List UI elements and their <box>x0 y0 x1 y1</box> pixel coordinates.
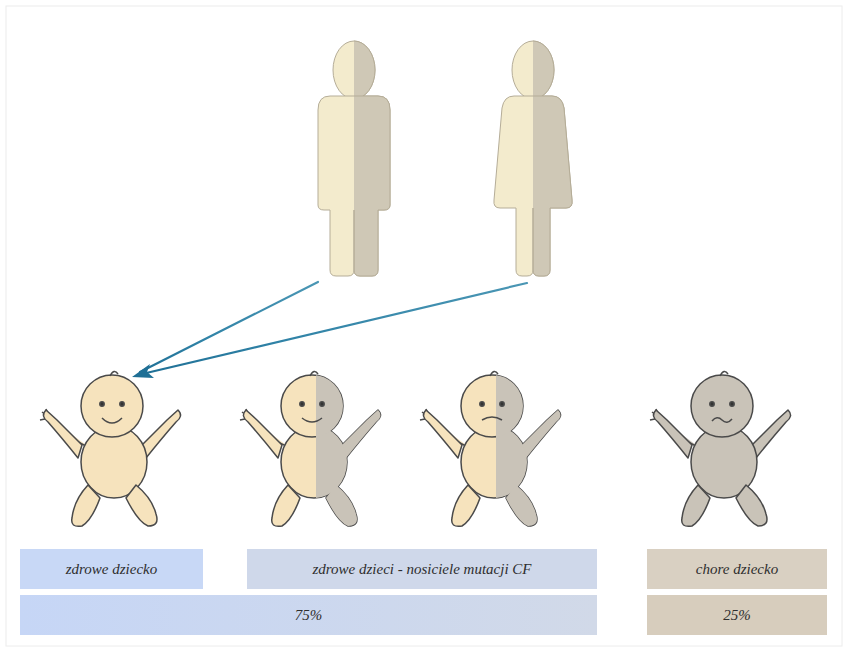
band-label: zdrowe dziecko <box>66 561 158 578</box>
band-label: 25% <box>723 607 751 624</box>
label-band: 25% <box>647 595 827 635</box>
label-band: 75% <box>20 595 597 635</box>
band-label: 75% <box>295 607 323 624</box>
band-label: zdrowe dzieci - nosiciele mutacji CF <box>313 561 532 578</box>
band-label: chore dziecko <box>696 561 778 578</box>
label-band: zdrowe dzieci - nosiciele mutacji CF <box>247 549 597 589</box>
label-band: zdrowe dziecko <box>20 549 203 589</box>
label-band: chore dziecko <box>647 549 827 589</box>
